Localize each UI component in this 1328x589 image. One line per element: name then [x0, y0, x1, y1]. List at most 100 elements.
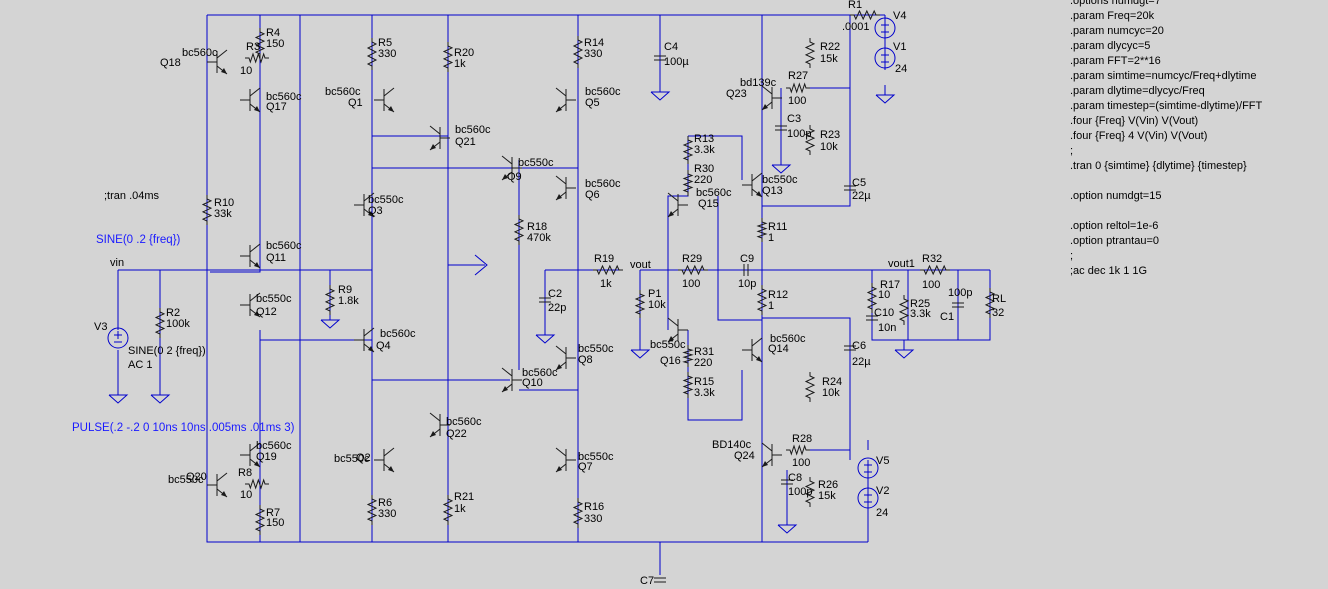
resistor-r17-value: 10 [878, 289, 890, 301]
resistor-r26 [804, 477, 816, 507]
resistor-r9-label: R9 [338, 284, 352, 296]
resistor-r22-value: 15k [820, 53, 838, 65]
transistor-q9 [501, 155, 522, 181]
source-v2 [857, 487, 879, 509]
transistor-q5-model: bc560c [585, 86, 621, 98]
resistor-r16-value: 330 [584, 513, 602, 525]
resistor-rl-label: RL [992, 293, 1006, 305]
transistor-q24 [761, 442, 782, 468]
resistor-r7 [254, 505, 266, 535]
capacitor-c1-value: 100p [948, 287, 972, 299]
resistor-r20 [442, 42, 454, 72]
transistor-q3-model: bc550c [368, 194, 404, 206]
resistor-r5-value: 330 [378, 48, 396, 60]
spice-directive-line: .option reltol=1e-6 [1070, 220, 1158, 232]
directive-tran: ;tran .04ms [104, 190, 160, 202]
capacitor-c10-label: C10 [874, 307, 894, 319]
transistor-q21-model: bc560c [455, 124, 491, 136]
capacitor-c6-label: C6 [852, 340, 866, 352]
resistor-r22-label: R22 [820, 41, 840, 53]
transistor-q7-model: bc550c [578, 451, 614, 463]
resistor-r29 [678, 264, 708, 276]
resistor-r23 [804, 125, 816, 155]
capacitor-c8 [781, 479, 793, 485]
resistor-r24-value: 10k [822, 387, 840, 399]
transistor-q22 [429, 412, 450, 438]
components [107, 9, 996, 583]
resistor-r12-label: R12 [768, 289, 788, 301]
source-v3 [107, 327, 129, 349]
resistor-r1 [850, 9, 880, 21]
resistor-r32-label: R32 [922, 253, 942, 265]
transistor-q10-model: bc560c [522, 367, 558, 379]
resistor-r8-value: 10 [240, 489, 252, 501]
resistor-r23-value: 10k [820, 141, 838, 153]
ground-symbol [777, 524, 798, 534]
resistor-r14-label: R14 [584, 37, 604, 49]
resistor-r26-value: 15k [818, 490, 836, 502]
source-v2-value: 24 [876, 507, 888, 519]
spice-directive-line: .param Freq=20k [1070, 10, 1155, 22]
transistor-q21-label: Q21 [455, 136, 476, 148]
transistor-q6-label: Q6 [585, 189, 600, 201]
transistor-q19 [240, 442, 261, 468]
wire [762, 317, 851, 460]
resistor-r1-label: R1 [848, 0, 862, 11]
resistor-r26-label: R26 [818, 479, 838, 491]
transistor-q23-model: bd139c [740, 77, 777, 89]
resistor-r11-label: R11 [768, 221, 787, 233]
wire [762, 15, 851, 207]
resistor-r20-label: R20 [454, 47, 474, 59]
source-v1-value: 24 [895, 63, 907, 75]
resistor-r14 [572, 36, 584, 68]
resistor-r30 [682, 170, 694, 196]
transistor-q5-label: Q5 [585, 97, 600, 109]
transistor-q5 [555, 87, 576, 113]
resistor-r16-label: R16 [584, 501, 604, 513]
source-v5 [857, 457, 879, 479]
resistor-r13-value: 3.3k [694, 144, 715, 156]
resistor-r15-value: 3.3k [694, 387, 715, 399]
capacitor-c1-label: C1 [940, 311, 954, 323]
resistor-r2 [154, 308, 166, 338]
resistor-r28-value: 100 [792, 457, 810, 469]
resistor-r27-value: 100 [788, 95, 806, 107]
spice-directive-line: .param dlytime=dlycyc/Freq [1070, 85, 1205, 97]
wire [474, 254, 488, 276]
transistor-q9-label: Q9 [507, 171, 522, 183]
resistor-r4-label: R4 [266, 27, 280, 39]
net-label-vout: vout [630, 259, 651, 271]
wire [667, 136, 689, 330]
transistor-q17-model: bc560c [266, 91, 302, 103]
capacitor-c3 [775, 125, 787, 131]
transistor-q6 [555, 175, 576, 201]
transistor-q18 [207, 49, 228, 75]
transistor-q24-model: BD140c [712, 439, 752, 451]
capacitor-c10 [866, 315, 878, 321]
transistor-q17-label: Q17 [266, 101, 287, 113]
source-v1-label: V1 [893, 41, 906, 53]
resistor-r18-label: R18 [527, 221, 547, 233]
resistor-rl [984, 288, 996, 318]
resistor-r19-value: 1k [600, 278, 612, 290]
potentiometer-p1-label: P1 [648, 288, 661, 300]
resistor-r21-value: 1k [454, 503, 466, 515]
transistor-q11 [240, 243, 261, 269]
resistor-r12 [756, 285, 768, 315]
transistor-q20-label: Q20 [186, 471, 207, 483]
resistor-r28-label: R28 [792, 433, 812, 445]
transistor-q23-label: Q23 [726, 88, 747, 100]
ground-symbol [650, 91, 671, 101]
resistor-r11 [756, 218, 768, 242]
labels: bc560cQ18bc560cQ17bc560cQ1bc560cQ21bc560… [72, 0, 1263, 587]
resistor-r3 [245, 52, 269, 64]
source-v1 [874, 47, 896, 69]
capacitor-c4 [654, 55, 666, 61]
resistor-r10-value: 33k [214, 208, 232, 220]
resistor-r8-label: R8 [238, 467, 252, 479]
transistor-q2 [374, 447, 395, 473]
resistor-r6-value: 330 [378, 508, 396, 520]
ground-symbol [320, 319, 341, 329]
transistor-q19-label: Q19 [256, 451, 277, 463]
